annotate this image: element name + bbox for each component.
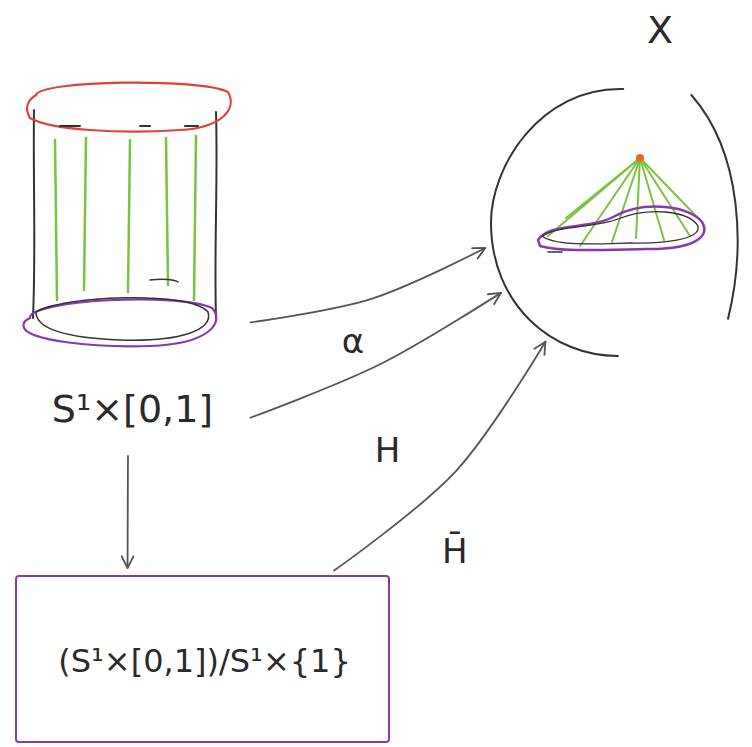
map-arrow	[127, 456, 129, 568]
space-label: X	[647, 8, 673, 52]
map-arrow	[251, 248, 486, 322]
map-name: H̄	[442, 531, 468, 571]
space-name: S¹×[0,1]	[52, 387, 213, 431]
map-arrow	[250, 293, 501, 418]
cylinder-space: S¹×[0,1]	[20, 80, 245, 450]
map-name: H	[375, 430, 401, 470]
space-name: (S¹×[0,1])/S¹×{1}	[58, 642, 351, 680]
space-outline-path	[491, 89, 738, 356]
map-name: α	[342, 321, 364, 361]
cone-drawing	[538, 154, 704, 252]
space-blob: X	[487, 85, 749, 360]
space-outline	[487, 85, 749, 360]
map-arrow	[334, 342, 545, 571]
quotient-box: (S¹×[0,1])/S¹×{1}	[15, 575, 390, 743]
cylinder-drawing	[23, 83, 230, 347]
